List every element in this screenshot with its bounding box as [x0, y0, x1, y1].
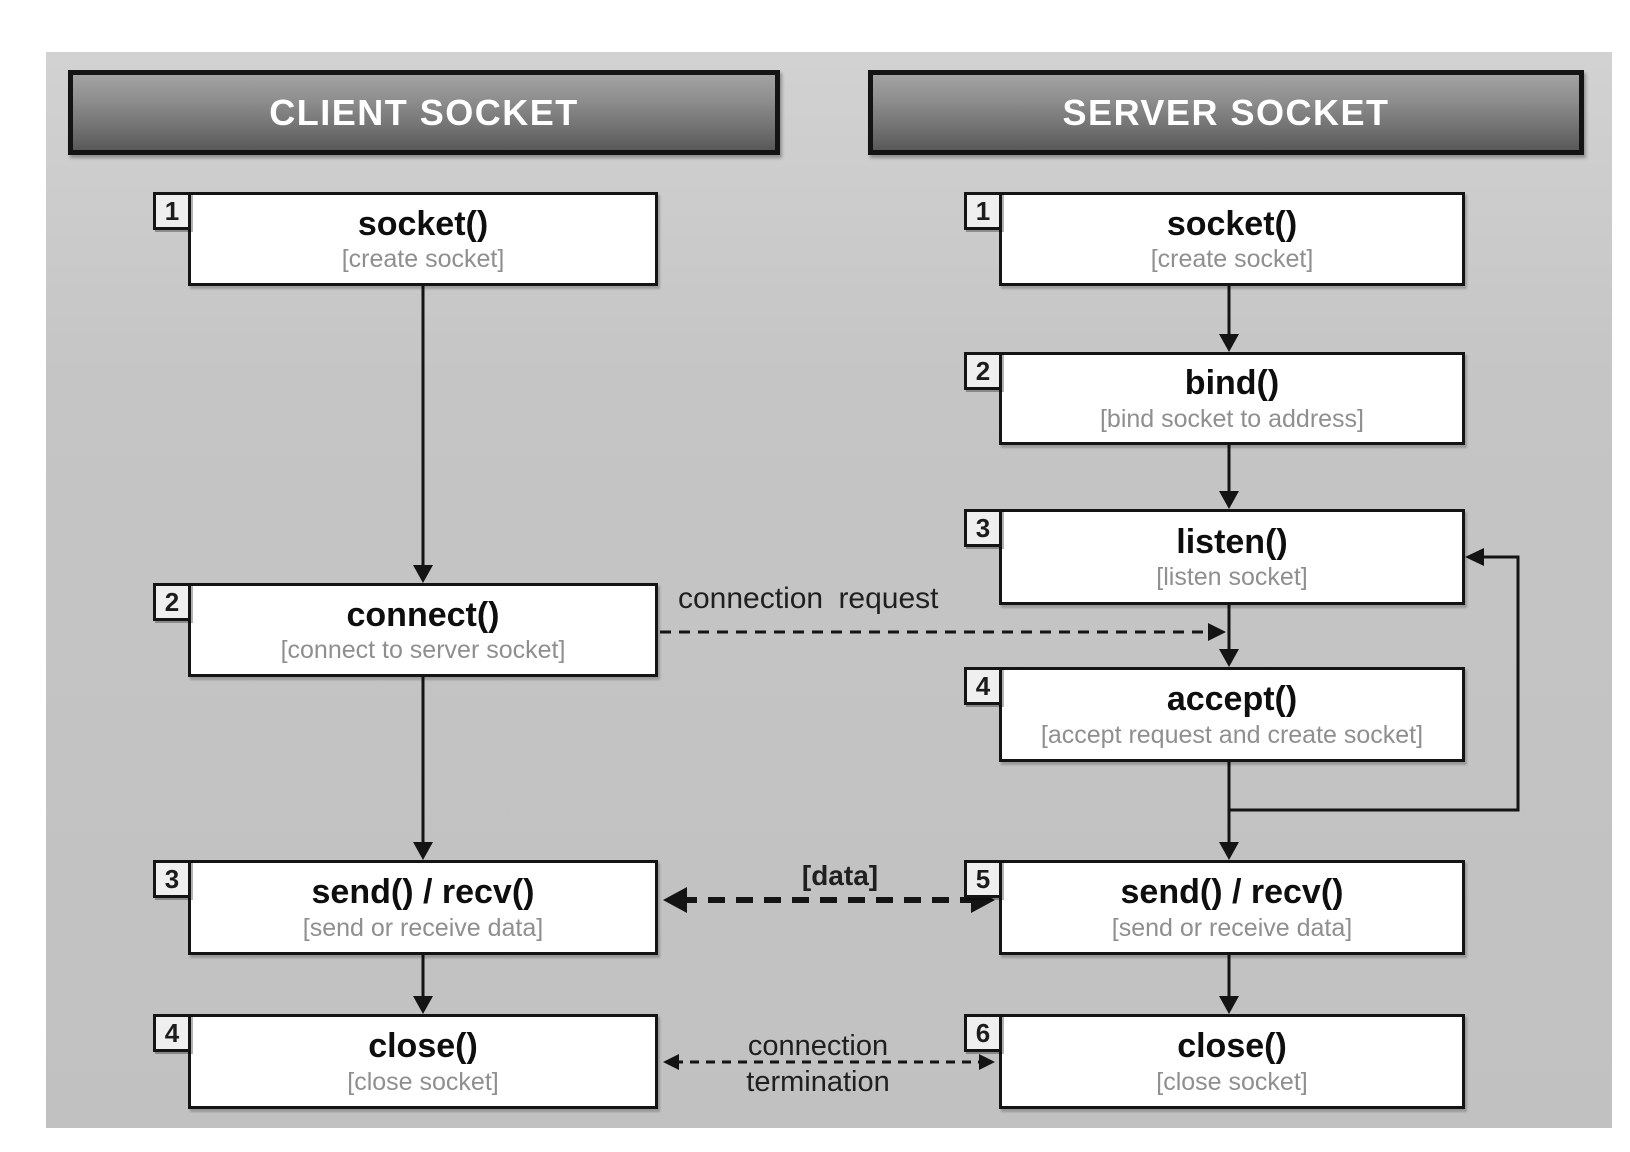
client-node-connect: 2 connect() [connect to server socket]: [153, 583, 658, 677]
server-node-bind-number: 2: [964, 352, 1002, 390]
server-node-listen-number: 3: [964, 509, 1002, 547]
server-socket-header: SERVER SOCKET: [868, 70, 1584, 155]
server-node-listen-subtitle: [listen socket]: [1156, 563, 1308, 592]
server-node-bind: 2 bind() [bind socket to address]: [964, 352, 1465, 445]
server-node-sendrecv-title: send() / recv(): [1120, 873, 1344, 912]
client-socket-header-label: CLIENT SOCKET: [269, 91, 579, 133]
server-node-sendrecv-subtitle: [send or receive data]: [1111, 913, 1353, 942]
server-node-bind-title: bind(): [1184, 364, 1280, 403]
client-node-close-number: 4: [153, 1014, 191, 1052]
server-node-accept: 4 accept() [accept request and create so…: [964, 667, 1465, 762]
server-node-close: 6 close() [close socket]: [964, 1014, 1465, 1109]
server-node-bind-subtitle: [bind socket to address]: [1099, 404, 1365, 433]
server-node-socket: 1 socket() [create socket]: [964, 192, 1465, 286]
server-node-sendrecv-number: 5: [964, 860, 1002, 898]
client-node-connect-number: 2: [153, 583, 191, 621]
server-node-socket-subtitle: [create socket]: [1150, 245, 1314, 274]
client-node-socket-subtitle: [create socket]: [341, 245, 505, 274]
server-node-socket-number: 1: [964, 192, 1002, 230]
server-node-listen: 3 listen() [listen socket]: [964, 509, 1465, 605]
client-node-socket-title: socket(): [357, 204, 489, 243]
client-node-socket: 1 socket() [create socket]: [153, 192, 658, 286]
client-node-close: 4 close() [close socket]: [153, 1014, 658, 1109]
client-node-sendrecv-title: send() / recv(): [311, 873, 535, 912]
client-node-connect-title: connect(): [346, 595, 500, 634]
client-node-socket-number: 1: [153, 192, 191, 230]
data-exchange-label: [data]: [801, 860, 879, 891]
connection-request-label: connection request: [678, 582, 939, 615]
client-node-sendrecv-number: 3: [153, 860, 191, 898]
server-socket-header-label: SERVER SOCKET: [1062, 91, 1390, 133]
server-node-socket-title: socket(): [1166, 204, 1298, 243]
server-node-accept-number: 4: [964, 667, 1002, 705]
server-node-sendrecv: 5 send() / recv() [send or receive data]: [964, 860, 1465, 955]
server-node-close-number: 6: [964, 1014, 1002, 1052]
server-node-close-subtitle: [close socket]: [1156, 1067, 1308, 1096]
server-node-close-title: close(): [1177, 1027, 1287, 1066]
server-node-accept-title: accept(): [1166, 680, 1298, 719]
client-node-connect-subtitle: [connect to server socket]: [280, 636, 566, 665]
server-node-listen-title: listen(): [1176, 522, 1288, 561]
client-node-close-subtitle: [close socket]: [347, 1067, 499, 1096]
client-node-close-title: close(): [368, 1027, 478, 1066]
connection-termination-label-line1: connection: [747, 1030, 889, 1062]
client-node-sendrecv: 3 send() / recv() [send or receive data]: [153, 860, 658, 955]
connection-termination-label-line2: termination: [746, 1066, 890, 1098]
client-socket-header: CLIENT SOCKET: [68, 70, 780, 155]
client-node-sendrecv-subtitle: [send or receive data]: [302, 913, 544, 942]
server-node-accept-subtitle: [accept request and create socket]: [1040, 720, 1424, 749]
